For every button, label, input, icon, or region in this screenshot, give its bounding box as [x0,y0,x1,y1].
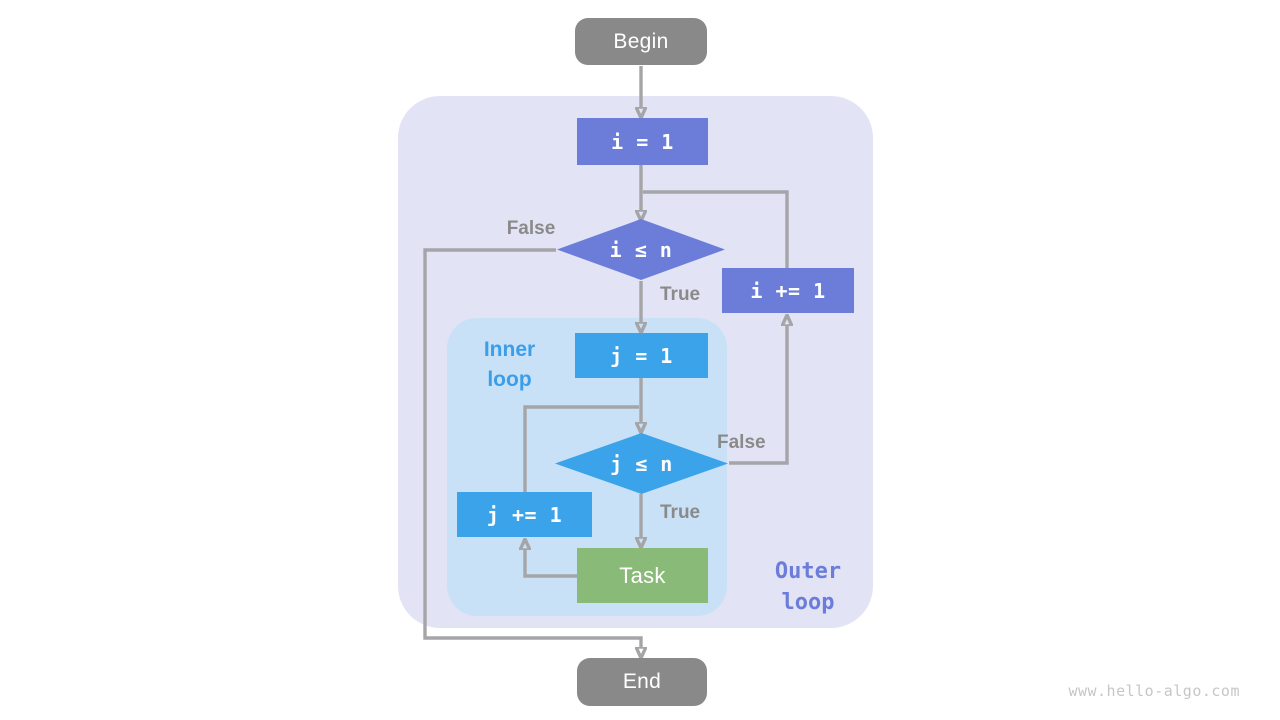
init-j-node: j = 1 [575,333,708,378]
outer-false-label: False [506,218,556,239]
increment-i-node: i += 1 [722,268,854,313]
inner-false-label: False [717,432,766,453]
end-node: End [577,658,707,706]
begin-node: Begin [575,18,707,65]
watermark-text: www.hello-algo.com [1068,682,1240,700]
task-node: Task [577,548,708,603]
increment-j-node: j += 1 [457,492,592,537]
inner-true-label: True [660,502,701,523]
inner-loop-label: Inner loop [483,338,536,391]
init-i-node: i = 1 [577,118,708,165]
outer-loop-label: Outer loop [774,559,842,616]
outer-true-label: True [660,284,701,305]
